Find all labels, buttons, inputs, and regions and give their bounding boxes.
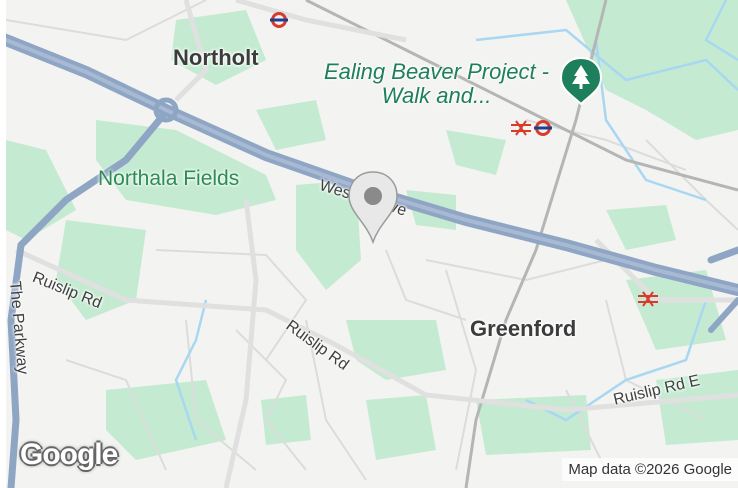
google-logo[interactable]: Google	[20, 438, 118, 471]
tree-icon[interactable]	[559, 56, 603, 106]
map-canvas[interactable]: Northolt Greenford Northala Fields Ealin…	[6, 0, 738, 488]
place-label-northolt: Northolt	[173, 45, 259, 70]
underground-roundel-icon[interactable]	[269, 10, 289, 30]
map-pin-icon[interactable]	[346, 170, 400, 244]
place-label-greenford: Greenford	[470, 316, 577, 341]
poi-label-ealing-beaver[interactable]: Ealing Beaver Project - Walk and...	[324, 59, 549, 109]
map-base-layer	[6, 0, 738, 488]
park-label-northala-fields[interactable]: Northala Fields	[98, 167, 240, 190]
underground-roundel-icon[interactable]	[533, 118, 553, 138]
national-rail-icon[interactable]	[637, 291, 659, 307]
main-roads	[14, 0, 738, 488]
minor-streets	[6, 0, 738, 481]
map-attribution[interactable]: Map data ©2026 Google	[562, 458, 738, 481]
national-rail-icon[interactable]	[510, 120, 532, 136]
waterways	[174, 0, 738, 441]
